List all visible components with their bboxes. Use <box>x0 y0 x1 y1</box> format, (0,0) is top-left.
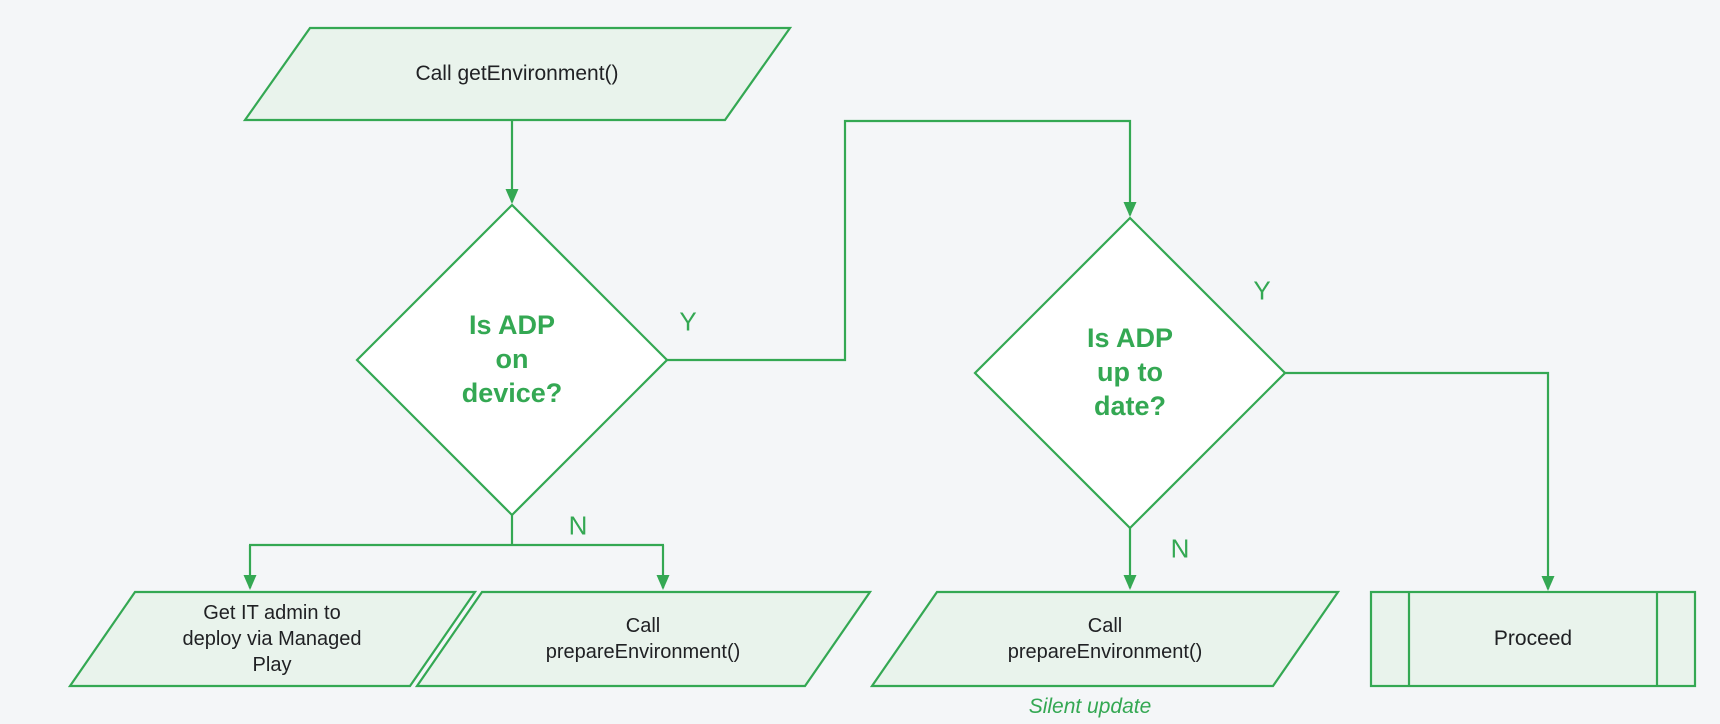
proceed-label: Proceed <box>1493 627 1573 651</box>
on-device-yes-label: Y <box>679 306 697 337</box>
prepare-environment-label-2: Call prepareEnvironment() <box>1007 615 1203 663</box>
deploy-managed-play-label: Get IT admin to deploy via Managed Play <box>182 602 362 676</box>
up-to-date-no-label: N <box>1170 533 1190 564</box>
prepare-environment-label-1: Call prepareEnvironment() <box>545 615 741 663</box>
adp-on-device-diamond <box>355 203 669 517</box>
deploy-managed-play-parallelogram <box>67 590 478 688</box>
prepare-environment-parallelogram-1 <box>414 590 873 688</box>
prepare-environment-parallelogram-2 <box>869 590 1341 688</box>
silent-update-caption: Silent update <box>1028 695 1152 718</box>
adp-up-to-date-diamond <box>973 216 1287 530</box>
start-parallelogram <box>242 26 793 122</box>
adp-on-device-label: Is ADP on device? <box>461 310 563 408</box>
on-device-no-label: N <box>568 510 588 541</box>
start-label: Call getEnvironment() <box>415 62 619 86</box>
adp-up-to-date-label: Is ADP up to date? <box>1086 323 1174 421</box>
edge-on-device-yes <box>667 119 1137 362</box>
up-to-date-yes-label: Y <box>1253 275 1271 306</box>
proceed-box <box>1369 590 1697 688</box>
edge-up-to-date-yes <box>1285 371 1555 591</box>
